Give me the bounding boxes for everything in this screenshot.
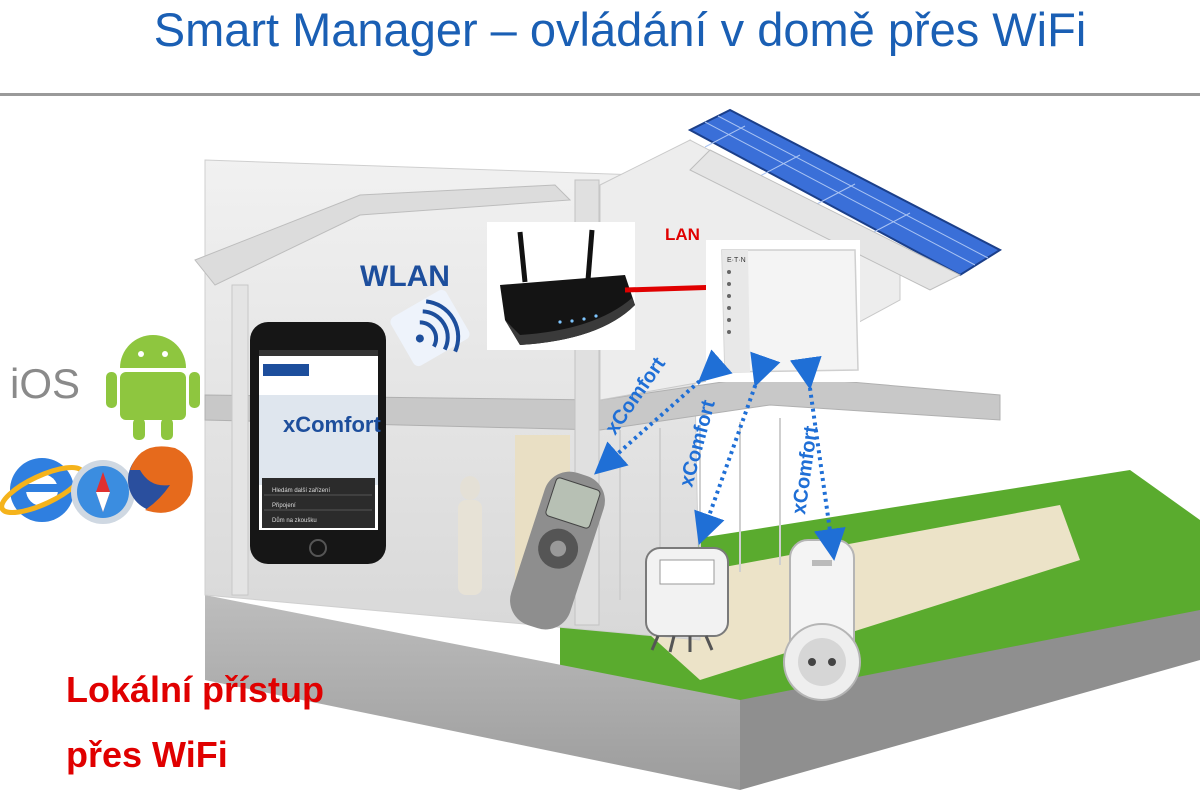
smart-manager-box-icon: E·T·N	[706, 240, 860, 382]
solar-panel-roof	[687, 108, 1003, 291]
brand-label: E·T·N	[727, 257, 746, 264]
remote-control-icon	[510, 471, 605, 630]
phone-menu: Hledám další zařízení Připojení Dům na z…	[272, 488, 330, 524]
xcomfort-link-socket	[789, 355, 846, 561]
plug-socket-icon	[783, 539, 861, 701]
house-foundation	[205, 595, 1200, 790]
ios-logo: iOS	[10, 360, 80, 407]
router-icon	[487, 222, 635, 350]
phone-menu-item: Dům na zkoušku	[272, 517, 317, 524]
android-icon	[106, 335, 200, 440]
page-title: Smart Manager – ovládání v domě přes WiF…	[153, 3, 1087, 56]
caption-line-1: Lokální přístup	[66, 669, 325, 710]
phone-app-name: xComfort	[283, 412, 381, 437]
xcomfort-link-remote	[594, 349, 733, 475]
safari-icon	[71, 460, 135, 524]
title-divider	[0, 93, 1200, 96]
smartphone-icon: Hledám další zařízení Připojení Dům na z…	[250, 322, 386, 564]
actuator-module-icon	[645, 547, 729, 653]
phone-menu-item: Připojení	[272, 503, 296, 509]
xcomfort-label-3: xComfort	[788, 424, 822, 515]
wifi-signal-icon	[390, 289, 470, 367]
wlan-label: WLAN	[360, 260, 450, 293]
phone-menu-item: Hledám další zařízení	[272, 488, 330, 494]
lan-label: LAN	[665, 225, 700, 244]
firefox-icon	[128, 446, 193, 513]
caption-line-2: přes WiFi	[66, 734, 228, 775]
lan-cable	[624, 284, 723, 293]
